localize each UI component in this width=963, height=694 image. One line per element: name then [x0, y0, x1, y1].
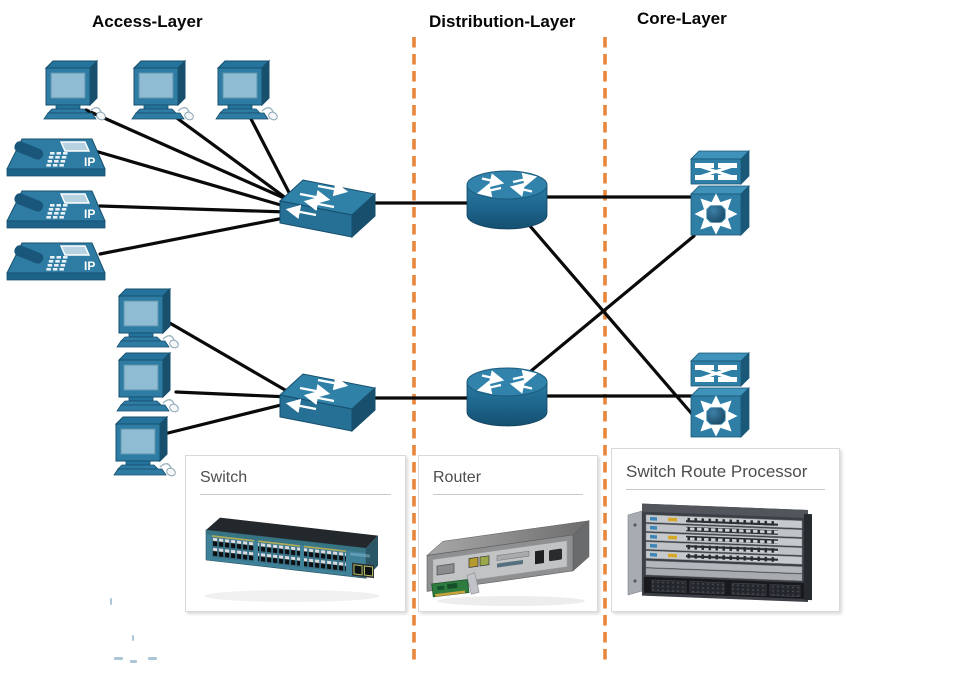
switch-route-processor-card-title: Switch Route Processor [626, 462, 808, 481]
core-layer-title: Core-Layer [637, 9, 727, 28]
link-pc6-switch2 [166, 402, 287, 435]
chassis-photo [627, 503, 812, 602]
pc-icon-4 [116, 288, 181, 350]
link-router2-coresw1 [529, 234, 696, 373]
router-card: Router [418, 455, 598, 612]
core-switch-icon-1 [691, 151, 749, 235]
core-switch-icon-2 [691, 353, 749, 437]
ip-phone-icon-2 [6, 190, 106, 229]
stray-mark [148, 657, 157, 660]
switch-card: Switch [185, 455, 406, 612]
router-icon-2 [467, 368, 547, 426]
stray-mark [110, 598, 112, 605]
link-lines [84, 108, 696, 435]
link-phone1-switch1 [93, 149, 293, 210]
switch-card-title: Switch [200, 469, 248, 486]
stray-mark [130, 660, 137, 663]
switch-icon-2 [280, 374, 375, 431]
link-router1-coresw2 [528, 224, 694, 416]
ip-phone-icon-1 [6, 138, 106, 177]
stray-mark [114, 657, 123, 660]
link-phone3-switch1 [98, 216, 286, 256]
link-pc3-switch1 [248, 115, 298, 208]
link-pc1-switch1 [84, 108, 295, 204]
switch-card-divider [200, 494, 391, 495]
switch-route-processor-card: Switch Route Processor [611, 448, 840, 612]
link-pc4-switch2 [166, 320, 294, 396]
ip-phone-icon-3 [6, 242, 106, 281]
catalyst-switch-photo [204, 517, 380, 602]
pc-icon-2 [131, 60, 196, 122]
router-icon-1 [467, 171, 547, 229]
switch-route-processor-card-divider [626, 489, 825, 490]
pc-icon-1 [43, 60, 108, 122]
router-card-divider [433, 494, 583, 495]
router-card-title: Router [433, 469, 482, 486]
link-pc2-switch1 [168, 111, 296, 206]
pc-icon-6 [113, 416, 178, 478]
pc-icon-3 [215, 60, 280, 122]
pc-icon-5 [116, 352, 181, 414]
router-photo [426, 520, 590, 606]
link-phone2-switch1 [98, 204, 289, 214]
stray-mark [132, 635, 134, 641]
distribution-layer-title: Distribution-Layer [429, 12, 576, 31]
access-layer-title: Access-Layer [92, 12, 203, 31]
switch-icon-1 [280, 180, 375, 237]
link-pc5-switch2 [174, 390, 292, 399]
